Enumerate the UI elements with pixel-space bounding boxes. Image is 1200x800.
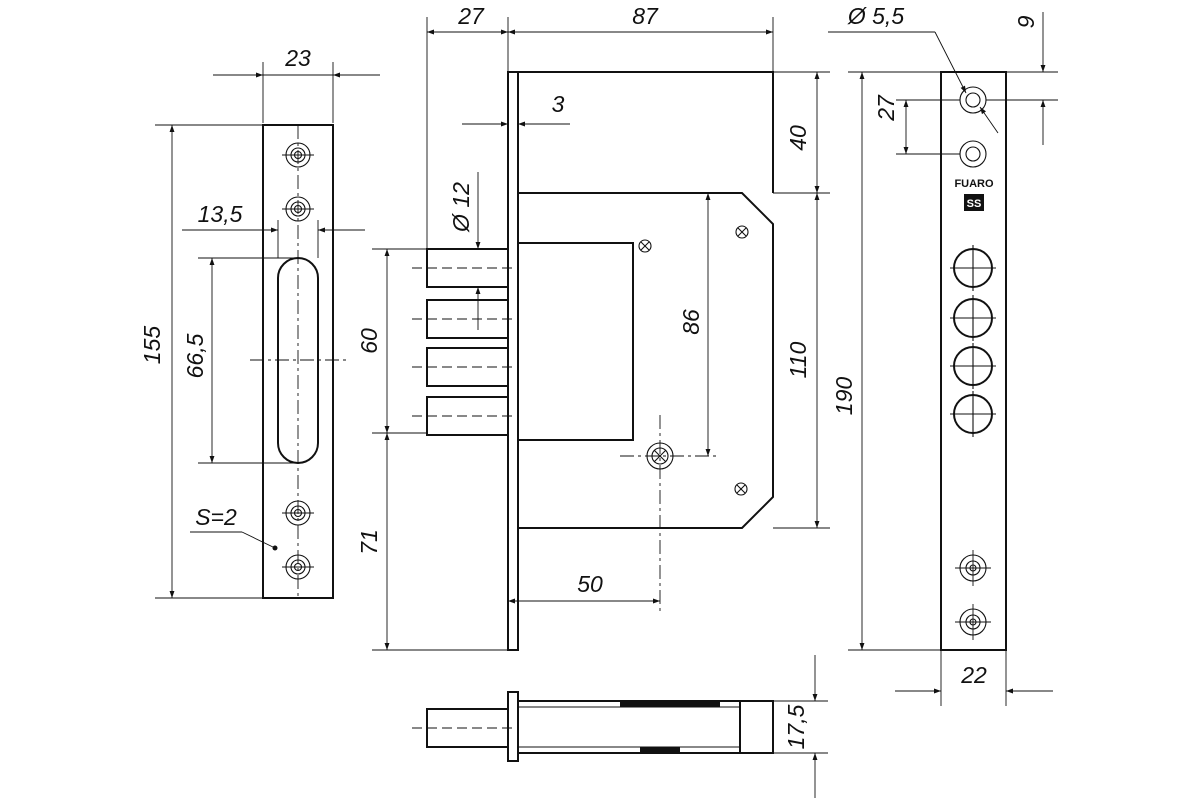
dim-87: 87: [508, 3, 774, 72]
svg-text:27: 27: [873, 94, 899, 122]
dim-60: 60: [356, 248, 427, 434]
svg-text:66,5: 66,5: [182, 333, 208, 378]
faceplate: [507, 71, 519, 651]
dim-phi-12: Ø 12: [448, 172, 481, 330]
svg-text:S=2: S=2: [195, 504, 237, 530]
svg-text:110: 110: [785, 341, 811, 378]
faceplate-screw-hole: [955, 550, 991, 586]
bolt-opening: [950, 391, 996, 437]
dim-22: 22: [895, 650, 1053, 706]
dim-phi-5-5: Ø 5,5: [828, 3, 999, 134]
faceplate-front: FUARO SS: [940, 71, 1007, 651]
svg-text:60: 60: [356, 328, 382, 354]
svg-text:50: 50: [577, 571, 603, 597]
dim-27-right: 27: [873, 94, 960, 155]
dim-9: 9: [986, 12, 1058, 145]
svg-text:17,5: 17,5: [783, 704, 809, 749]
dim-66-5: 66,5: [182, 257, 298, 464]
svg-text:190: 190: [831, 377, 857, 416]
brand-logo-icon: SS: [964, 194, 984, 211]
svg-text:71: 71: [356, 529, 382, 555]
brand-name: FUARO: [954, 178, 994, 190]
svg-text:40: 40: [785, 125, 811, 151]
lock-side-view: [412, 691, 774, 762]
thickness-leader: S=2: [190, 504, 278, 551]
strike-screw-hole: [282, 142, 314, 168]
svg-text:23: 23: [284, 45, 311, 71]
cylinder-center: [620, 415, 720, 615]
dim-3: 3: [462, 91, 570, 127]
dim-71: 71: [356, 433, 508, 651]
bolt-opening: [950, 343, 996, 389]
faceplate-screw-hole: [955, 604, 991, 640]
inner-pocket: [517, 242, 634, 441]
dim-17-5: 17,5: [773, 655, 828, 798]
svg-text:3: 3: [552, 91, 565, 117]
svg-text:86: 86: [678, 309, 704, 335]
dim-23: 23: [213, 45, 380, 123]
svg-text:27: 27: [457, 3, 485, 29]
dim-86: 86: [678, 192, 742, 456]
dim-190: 190: [831, 71, 941, 651]
body-screw: [734, 482, 748, 496]
dim-50: 50: [508, 571, 660, 604]
dim-110: 110: [773, 193, 830, 529]
deadbolts: [412, 248, 512, 436]
dim-13-5: 13,5: [182, 201, 365, 258]
svg-text:Ø 12: Ø 12: [448, 182, 474, 233]
dim-40: 40: [773, 71, 830, 194]
strike-plate: [250, 124, 346, 599]
svg-text:13,5: 13,5: [198, 201, 243, 227]
faceplate-screw-hole: [959, 86, 987, 114]
strike-screw-hole: [282, 554, 314, 580]
svg-text:Ø 5,5: Ø 5,5: [847, 3, 904, 29]
svg-text:87: 87: [632, 3, 659, 29]
svg-text:9: 9: [1013, 15, 1039, 28]
dim-27-top: 27: [426, 3, 509, 249]
bolt-opening: [950, 245, 996, 291]
svg-text:22: 22: [960, 662, 987, 688]
faceplate-screw-hole: [959, 140, 987, 168]
dim-155: 155: [139, 124, 263, 599]
bolt-opening: [950, 295, 996, 341]
strike-screw-hole: [282, 500, 314, 526]
svg-text:155: 155: [139, 326, 165, 365]
body-screw: [735, 225, 749, 239]
body-screw: [638, 239, 652, 253]
strike-screw-hole: [282, 196, 314, 222]
svg-text:SS: SS: [967, 198, 982, 210]
lock-body: [412, 71, 774, 651]
